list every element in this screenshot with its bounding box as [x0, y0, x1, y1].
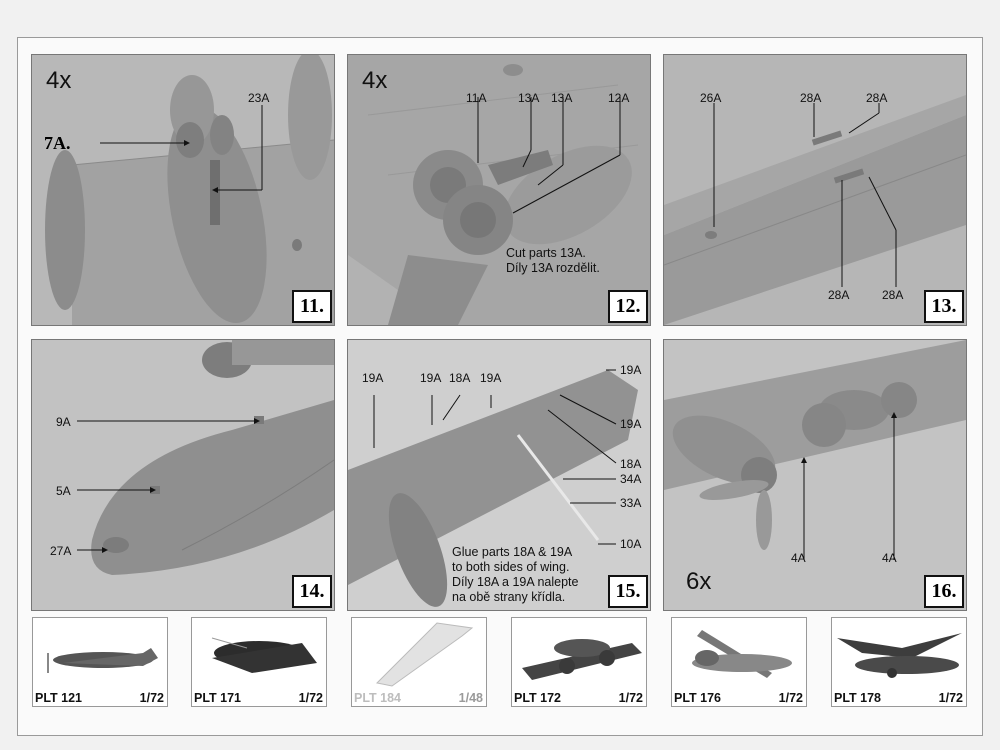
- aircraft-photo: [192, 618, 326, 688]
- step-number: 12.: [608, 290, 648, 323]
- step-16-photo: [664, 340, 966, 610]
- aircraft-photo: [832, 618, 966, 688]
- product-scale: 1/72: [298, 691, 323, 705]
- part-label-10a: 10A: [620, 537, 642, 551]
- step-15-panel: 19A 19A 18A 19A 19A 19A 18A 34A 33A 10A …: [347, 339, 651, 611]
- product-code: PLT 184: [354, 691, 402, 705]
- part-label-28a: 28A: [882, 288, 904, 302]
- product-code: PLT 121: [35, 691, 83, 705]
- part-label-27a: 27A: [50, 544, 72, 558]
- part-label-28a: 28A: [800, 91, 822, 105]
- part-label-19a: 19A: [620, 417, 642, 431]
- note-line: Díly 13A rozdělit.: [506, 261, 600, 275]
- step-11-photo: [32, 55, 334, 325]
- step-14-panel: 9A 5A 27A 14.: [31, 339, 335, 611]
- step-14-photo: [32, 340, 334, 610]
- part-label-28a: 28A: [828, 288, 850, 302]
- note-line: Díly 18A a 19A nalepte: [452, 575, 579, 589]
- part-label-11a: 11A: [466, 91, 487, 105]
- multiplier-label: 4x: [46, 67, 72, 94]
- step-number: 13.: [924, 290, 964, 323]
- note-line: Glue parts 18A & 19A: [452, 545, 573, 559]
- step-11-panel: 4x 7A. 23A 11.: [31, 54, 335, 326]
- step-12-photo: [348, 55, 650, 325]
- part-label-12a: 12A: [608, 91, 630, 105]
- product-thumbnail: PLT 176 1/72: [671, 617, 807, 707]
- part-label-26a: 26A: [700, 91, 722, 105]
- step-number: 16.: [924, 575, 964, 608]
- product-scale: 1/72: [618, 691, 643, 705]
- product-code: PLT 178: [834, 691, 882, 705]
- part-label-18a: 18A: [620, 457, 642, 471]
- step-16-panel: 6x 4A 4A 16.: [663, 339, 967, 611]
- product-thumbnail: PLT 184 1/48: [351, 617, 487, 707]
- aircraft-photo: [352, 618, 486, 688]
- step-number: 14.: [292, 575, 332, 608]
- step-15-photo: [348, 340, 650, 610]
- aircraft-photo: [33, 618, 167, 688]
- part-label-13a: 13A: [518, 91, 540, 105]
- step-13-panel: 26A 28A 28A 28A 28A 13.: [663, 54, 967, 326]
- note-line: to both sides of wing.: [452, 560, 570, 574]
- product-code: PLT 176: [674, 691, 722, 705]
- part-label-4a: 4A: [882, 551, 897, 565]
- part-label-13a: 13A: [551, 91, 573, 105]
- note-line: na obě strany křídla.: [452, 590, 566, 604]
- step-number: 15.: [608, 575, 648, 608]
- multiplier-label: 6x: [686, 568, 712, 595]
- part-label-23a: 23A: [248, 91, 270, 105]
- product-scale: 1/48: [458, 691, 483, 705]
- multiplier-label: 4x: [362, 67, 388, 94]
- product-scale: 1/72: [778, 691, 803, 705]
- step-13-photo: [664, 55, 966, 325]
- part-label-19a: 19A: [480, 371, 502, 385]
- part-label-9a: 9A: [56, 415, 71, 429]
- product-code: PLT 172: [514, 691, 562, 705]
- part-label-28a: 28A: [866, 91, 888, 105]
- product-code: PLT 171: [194, 691, 242, 705]
- part-label-33a: 33A: [620, 496, 642, 510]
- part-label-19a: 19A: [362, 371, 384, 385]
- part-label-19a: 19A: [620, 363, 642, 377]
- part-label-4a: 4A: [791, 551, 806, 565]
- part-label-34a: 34A: [620, 472, 642, 486]
- part-label-19a: 19A: [420, 371, 442, 385]
- note-line: Cut parts 13A.: [506, 246, 586, 260]
- product-thumbnail: PLT 178 1/72: [831, 617, 967, 707]
- product-thumbnail: PLT 121 1/72: [32, 617, 168, 707]
- product-thumbnail: PLT 171 1/72: [191, 617, 327, 707]
- product-thumbnail: PLT 172 1/72: [511, 617, 647, 707]
- part-label-7a: 7A.: [44, 133, 71, 153]
- aircraft-photo: [672, 618, 806, 688]
- aircraft-photo: [512, 618, 646, 688]
- product-scale: 1/72: [139, 691, 164, 705]
- product-scale: 1/72: [938, 691, 963, 705]
- step-12-panel: 4x 11A 13A 13A 12A Cut parts 13A. Díly 1…: [347, 54, 651, 326]
- part-label-5a: 5A: [56, 484, 71, 498]
- step-number: 11.: [292, 290, 332, 323]
- part-label-18a: 18A: [449, 371, 471, 385]
